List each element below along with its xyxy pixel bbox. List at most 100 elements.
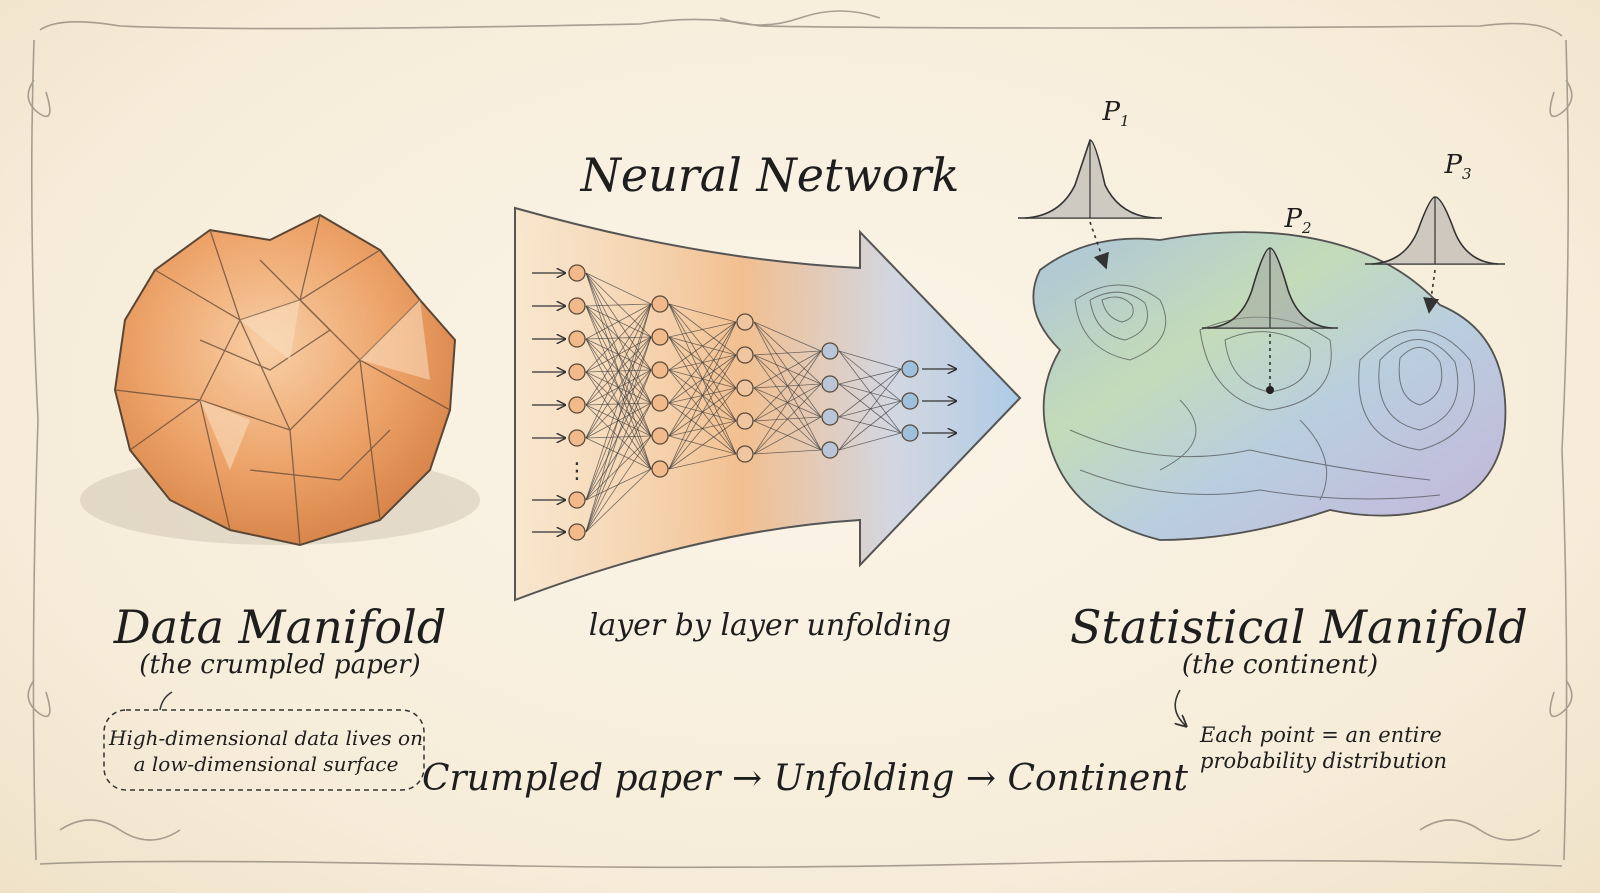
network-node [651, 361, 669, 379]
network-node [821, 441, 839, 459]
network-node [736, 445, 754, 463]
network-connection [585, 336, 652, 439]
distribution-curves [1018, 139, 1505, 394]
network-connection [668, 321, 737, 371]
network-connection [753, 350, 822, 356]
network-node [736, 379, 754, 397]
network-node [901, 392, 919, 410]
network-connection [838, 350, 902, 434]
network-connection [838, 350, 902, 402]
network-node [901, 424, 919, 442]
network-connection [585, 303, 652, 307]
unfolding-caption: layer by layer unfolding [588, 608, 952, 643]
probability-distribution-note: Each point = an entire probability distr… [1200, 723, 1448, 773]
network-node [568, 264, 586, 282]
network-node [821, 342, 839, 360]
network-connection [585, 369, 652, 533]
network-node [651, 295, 669, 313]
network-connection [668, 387, 737, 470]
distribution-letter: P [1284, 204, 1302, 234]
network-connection [668, 321, 737, 404]
network-connection [668, 420, 737, 470]
network-connection [838, 383, 902, 434]
distribution-label-p1: P1 [1086, 97, 1146, 130]
network-node [651, 460, 669, 478]
network-connection [585, 435, 652, 533]
network-node [736, 313, 754, 331]
network-node [651, 394, 669, 412]
network-connection [585, 402, 652, 439]
network-node [821, 408, 839, 426]
network-node [651, 328, 669, 346]
statistical-manifold-title: Statistical Manifold [1070, 600, 1528, 654]
network-connection [585, 303, 652, 533]
network-node [568, 297, 586, 315]
crumpled-paper-illustration [80, 213, 480, 547]
network-connection [585, 272, 652, 305]
network-connection [585, 336, 652, 533]
network-connection [838, 400, 902, 451]
network-connection [838, 350, 902, 370]
network-connection [585, 303, 652, 501]
network-connection [753, 416, 822, 455]
network-connection [585, 402, 652, 533]
layer-ellipsis: ⋮ [566, 459, 588, 484]
network-connection [753, 350, 822, 422]
network-connection [585, 437, 652, 470]
network-node [568, 429, 586, 447]
network-connection [668, 321, 737, 470]
network-node [568, 523, 586, 541]
network-connection [753, 383, 822, 455]
ornamental-frame [27, 10, 1573, 869]
network-node [568, 363, 586, 381]
network-connection [585, 303, 652, 373]
neural-network-diagram: ⋮ [532, 264, 956, 541]
network-connection [838, 368, 902, 418]
statistical-manifold-subtitle: (the continent) [1181, 650, 1379, 680]
network-connection [585, 468, 652, 533]
network-connection [838, 368, 902, 451]
note-decorations [103, 689, 1186, 791]
network-connection [753, 350, 822, 455]
network-node [568, 491, 586, 509]
network-connection [585, 369, 652, 439]
network-connection [585, 435, 652, 439]
network-node [736, 412, 754, 430]
distribution-letter: P [1444, 150, 1462, 180]
distribution-p1-curve [1018, 139, 1162, 270]
network-connection [838, 432, 902, 451]
network-connection [753, 449, 822, 455]
distribution-p2-curve [1202, 247, 1338, 394]
network-connection [668, 321, 737, 437]
network-connection [585, 303, 652, 439]
network-connection [668, 354, 737, 470]
transformation-arrow [514, 206, 1022, 602]
network-node [651, 427, 669, 445]
distribution-label-p2: P2 [1268, 204, 1328, 237]
network-node [568, 330, 586, 348]
network-connection [585, 303, 652, 406]
distribution-index: 1 [1119, 112, 1130, 131]
network-node [736, 346, 754, 364]
network-node [821, 375, 839, 393]
high-dimensional-note: High-dimensional data lives on a low-dim… [109, 726, 423, 776]
distribution-p3-curve [1365, 196, 1505, 314]
network-connection [668, 453, 737, 470]
distribution-letter: P [1102, 97, 1120, 127]
network-node [568, 396, 586, 414]
data-manifold-subtitle: (the crumpled paper) [139, 650, 421, 680]
network-connection [668, 303, 737, 323]
network-connection [753, 321, 822, 352]
network-connection [585, 303, 652, 340]
distribution-label-p3: P3 [1428, 150, 1488, 183]
data-manifold-title: Data Manifold [113, 600, 447, 654]
network-node [901, 360, 919, 378]
flow-caption: Crumpled paper → Unfolding → Continent [422, 758, 1188, 799]
network-connection [753, 350, 822, 389]
network-connection [838, 368, 902, 385]
network-connection [668, 321, 737, 338]
neural-network-title: Neural Network [580, 148, 960, 202]
distribution-index: 3 [1461, 165, 1472, 184]
